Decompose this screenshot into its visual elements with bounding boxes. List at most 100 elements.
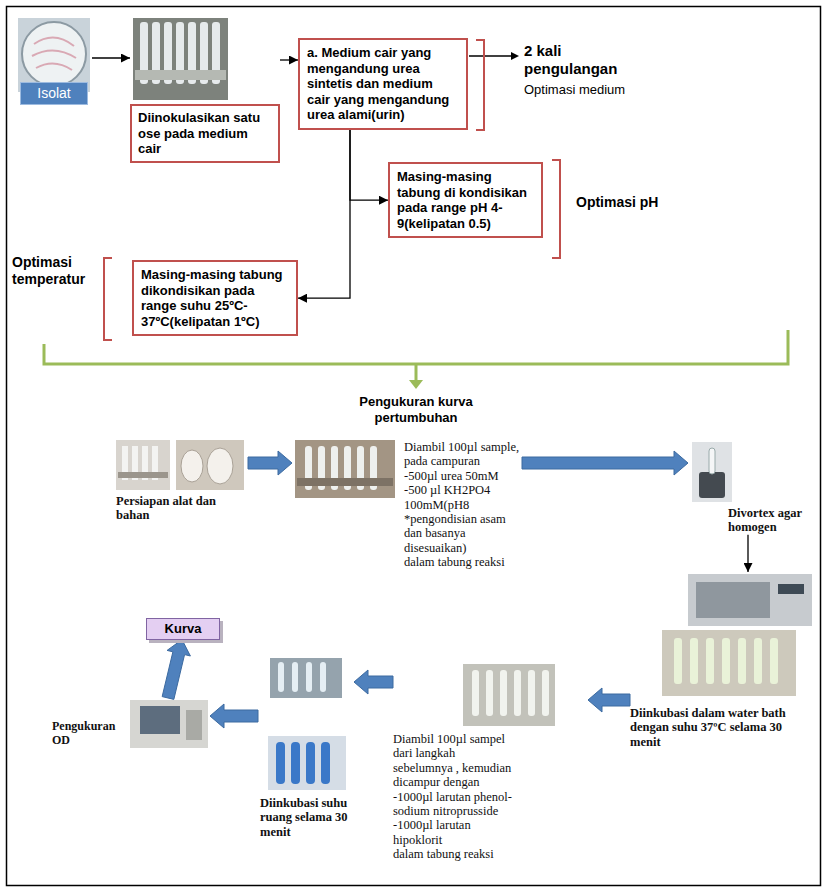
- medium-arrow: [511, 52, 519, 60]
- node-text: -500µl urea 50mM: [404, 469, 522, 483]
- photo-step: Diambil 100µl sample, pada campuran-500µ…: [292, 436, 522, 569]
- connector-layer: [92, 58, 748, 728]
- node-text: -500 µl KH2PO4 100mM(pH8: [404, 483, 522, 512]
- node-text: Diinokulasikan satu ose pada medium cair: [130, 104, 280, 163]
- reaction-tubes-photo: [295, 440, 395, 498]
- incubated-tubes-photo: [722, 638, 730, 684]
- block-arrow: [588, 688, 630, 712]
- node-text: Isolat: [20, 82, 88, 105]
- inoculation-step: Diinokulasikan satu ose pada medium cair: [130, 16, 280, 163]
- node-text: Masing-masing tabung di kondisikan pada …: [397, 169, 534, 231]
- phenol-tubes-photo: [528, 670, 535, 716]
- water-bath-photo: [688, 574, 812, 626]
- incubated-tubes-photo: [662, 630, 796, 696]
- photo-step: Persiapan alat dan bahan: [112, 436, 248, 523]
- process-box: Masing-masing tabung dikondisikan pada r…: [132, 260, 298, 336]
- blue-tubes-photo: [276, 742, 285, 784]
- incubated-tubes-photo: [754, 638, 762, 684]
- water-bath-photo: [696, 582, 770, 618]
- flow-arrow: [350, 130, 388, 200]
- photo-step: Diinkubasi dalam water bath dengan suhu …: [630, 572, 815, 749]
- petri-dish-photo: [22, 22, 86, 86]
- merge-arrow: [415, 364, 418, 382]
- block-arrow: [354, 670, 393, 694]
- node-text: Pengukuran OD: [52, 720, 126, 748]
- flow-arrow: [298, 130, 350, 298]
- test-tube-rack-photo: [133, 18, 228, 100]
- process-box: a. Medium cair yang mengandung urea sint…: [298, 38, 468, 130]
- blue-tubes-photo: [306, 742, 315, 784]
- spectrophotometer-photo: [140, 706, 180, 734]
- result-box: Kurva: [146, 618, 220, 640]
- room-incubation-photo: [270, 658, 342, 698]
- phenol-tubes-photo: [514, 670, 521, 716]
- photo-step: Diinkubasi suhu ruang selama 30 menit: [258, 656, 354, 839]
- annotation-label: Pengukuran kurva pertumbuhan: [350, 394, 482, 425]
- annotation-label: 2 kali pengulangan: [524, 42, 636, 78]
- node-text: Diambil 100µl sample, pada campuran: [404, 440, 522, 469]
- blue-tubes-photo: [268, 736, 346, 790]
- reaction-tubes-photo: [295, 440, 395, 498]
- incubated-tubes-photo: [690, 638, 698, 684]
- node-text: Diinkubasi dalam water bath dengan suhu …: [630, 706, 797, 749]
- node-text: Masing-masing tabung dikondisikan pada r…: [141, 267, 289, 329]
- water-bath-photo: [778, 584, 804, 594]
- blue-tubes-photo: [291, 742, 300, 784]
- room-incubation-photo: [278, 662, 284, 692]
- bottles-photo: [181, 450, 203, 482]
- blue-tubes-photo: [321, 742, 330, 784]
- flow-arrow: [747, 535, 748, 572]
- node-text: Diambil 100µl sampel dari langkah sebelu…: [393, 732, 516, 790]
- node-text: dalam tabung reaksi: [404, 555, 522, 569]
- block-arrow: [210, 704, 258, 728]
- reaction-tubes-photo: [297, 478, 393, 486]
- process-box: Masing-masing tabung di kondisikan pada …: [388, 162, 543, 238]
- annotation-label: Optimasi pH: [576, 194, 696, 211]
- bottles-photo: [207, 448, 233, 484]
- ph-bracket: [552, 160, 560, 258]
- room-incubation-photo: [292, 662, 298, 692]
- medium-bracket: [476, 40, 484, 130]
- annotation-label: Optimasi medium: [524, 82, 634, 98]
- spectrophotometer-photo: [186, 710, 202, 740]
- node-text: -1000µl larutan phenol-sodium nitropruss…: [393, 790, 516, 819]
- vortex-photo: [692, 442, 732, 502]
- merge-arrow: [409, 380, 423, 389]
- block-arrow: [522, 451, 688, 475]
- node-text: Kurva: [151, 621, 215, 637]
- node-text: *pengondisian asam dan basanya disesuaik…: [404, 512, 522, 555]
- petri-dish-photo: [18, 18, 90, 92]
- incubated-tubes-photo: [662, 630, 796, 696]
- vortex-photo: [692, 442, 732, 502]
- phenol-tubes-photo: [463, 664, 555, 726]
- test-tube-rack-photo: [133, 18, 228, 100]
- equipment-rack-photo: [116, 440, 170, 490]
- medium-arrow: [469, 55, 513, 56]
- phenol-tubes-photo: [463, 664, 555, 726]
- medium-arrow: [469, 52, 519, 60]
- water-bath-photo: [688, 574, 812, 626]
- spectrophotometer-photo: [130, 700, 208, 748]
- vortex-photo: [709, 448, 715, 474]
- room-incubation-photo: [320, 662, 326, 692]
- blue-tubes-photo: [268, 736, 346, 790]
- petri-dish-photo: [18, 18, 90, 92]
- merge-arrow: [409, 364, 423, 389]
- temperature-bracket: [104, 258, 112, 340]
- phenol-tubes-photo: [472, 670, 479, 716]
- page-frame: [7, 7, 821, 886]
- flow-arrow: [92, 57, 130, 58]
- node-text: -1000µl larutan hipoklorit: [393, 818, 516, 847]
- node-text: dalam tabung reaksi: [393, 847, 516, 861]
- flow-arrow: [280, 59, 298, 60]
- block-arrow: [162, 640, 190, 700]
- node-text: a. Medium cair yang mengandung urea sint…: [307, 45, 459, 123]
- photo-step: Diambil 100µl sampel dari langkah sebelu…: [393, 662, 588, 861]
- phenol-tubes-photo: [486, 670, 493, 716]
- node-text: Divortex agar homogen: [728, 506, 815, 535]
- room-incubation-photo: [306, 662, 312, 692]
- node-text: Diinkubasi suhu ruang selama 30 menit: [260, 796, 354, 839]
- photo-step: Pengukuran OD: [52, 698, 210, 748]
- isolate-step: Isolat: [16, 16, 92, 105]
- spectrophotometer-photo: [130, 700, 208, 748]
